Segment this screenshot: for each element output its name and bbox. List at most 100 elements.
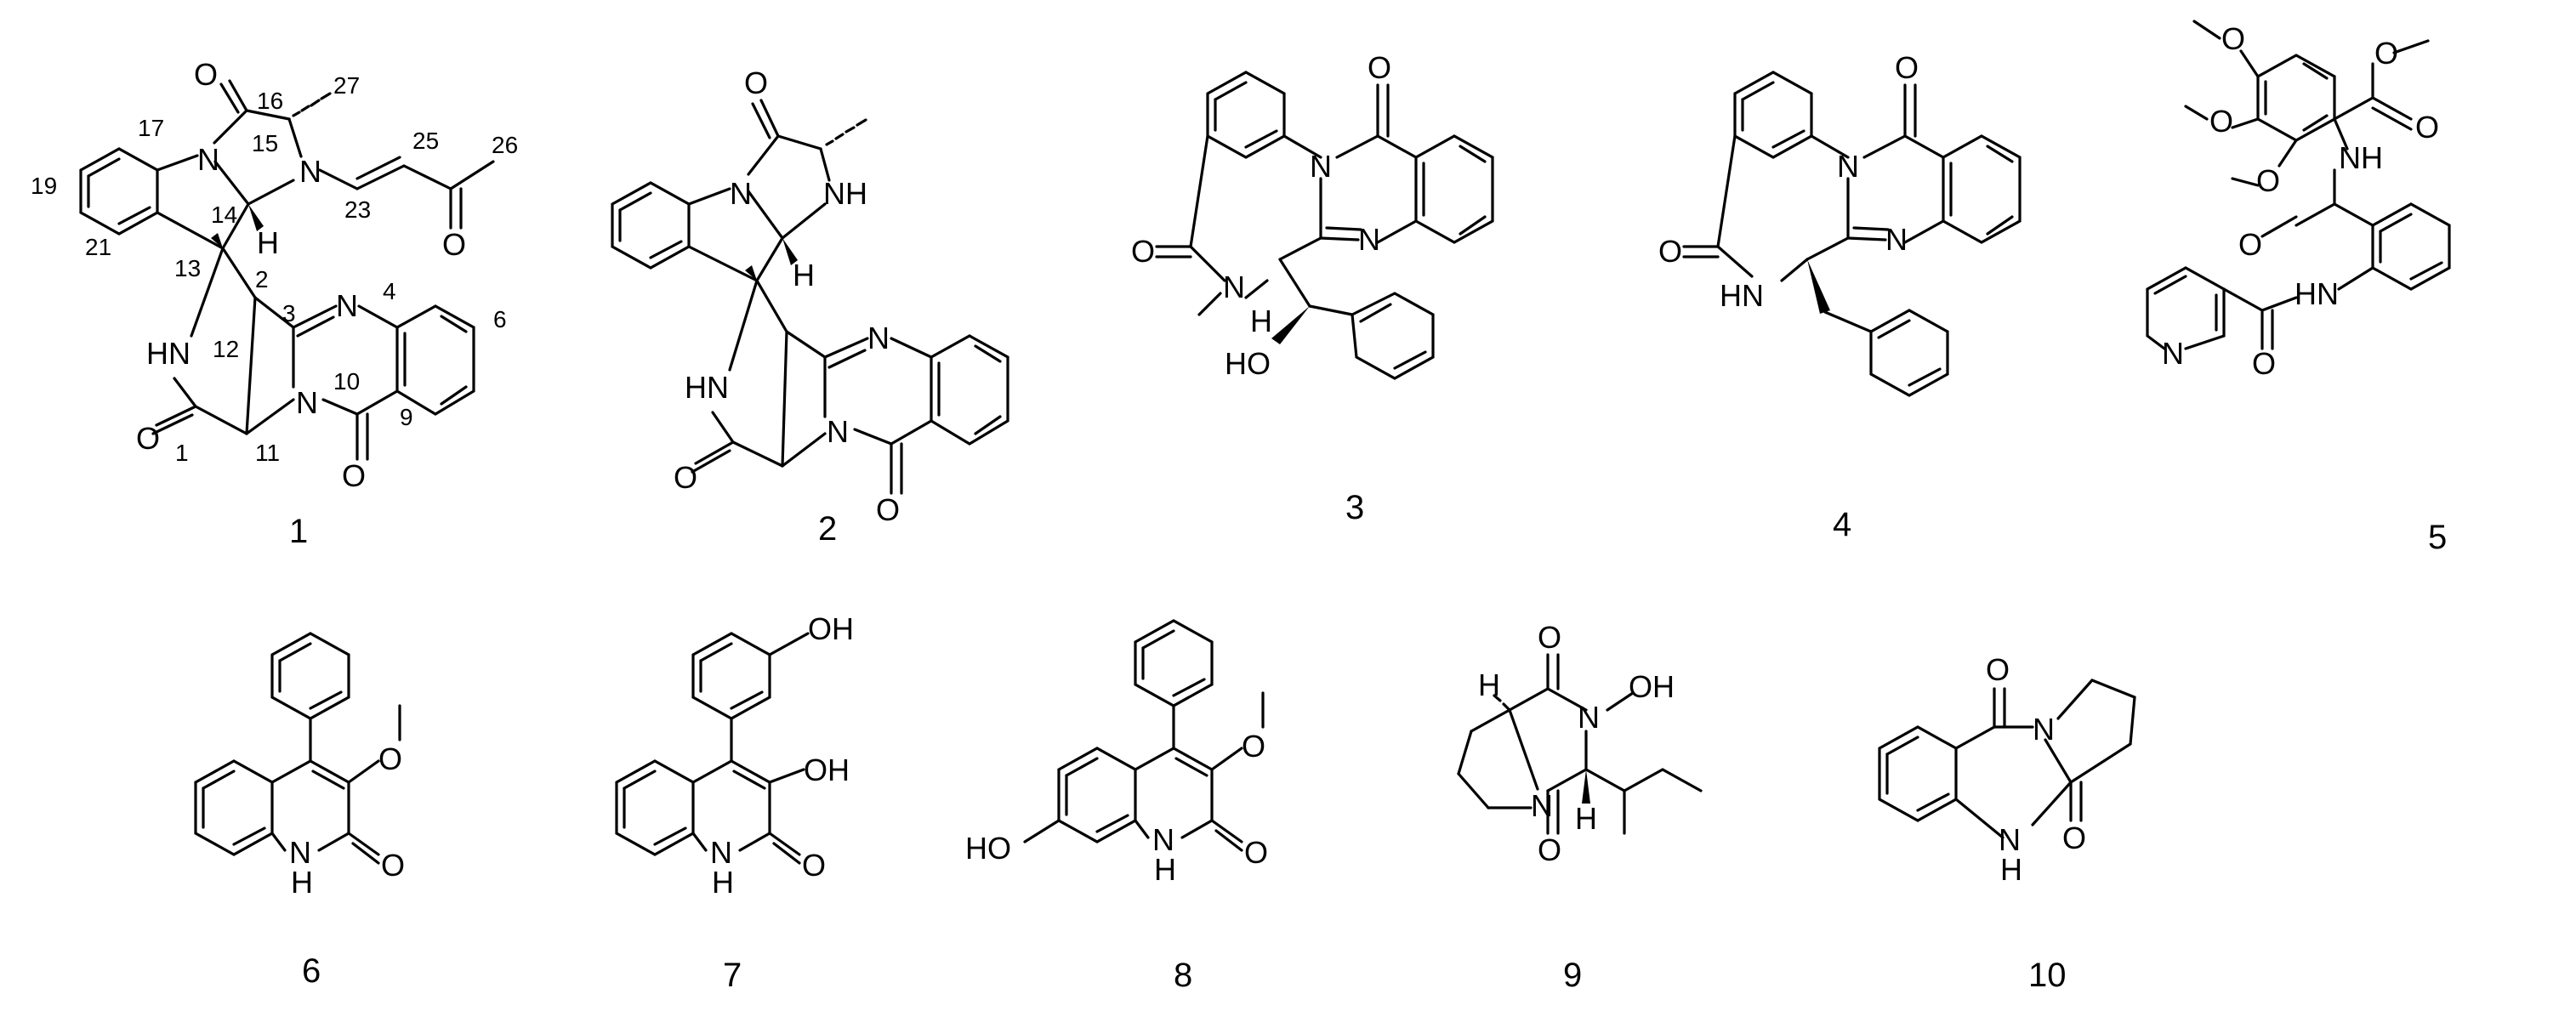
compound-8-n: N [1152, 822, 1174, 857]
compound-1-o16: O [194, 57, 218, 92]
compound-2-n-amide: N [827, 414, 849, 449]
compound-3-n-top: N [1310, 149, 1332, 184]
compound-4-benzyl [1823, 309, 1949, 397]
compound-3-benzene-top [1206, 71, 1286, 159]
compound-1-benzene-ring [79, 147, 159, 236]
compound-1-locant-21: 21 [85, 234, 111, 260]
compound-9-h-hashed [1493, 694, 1511, 712]
compound-9-diketopiperazine [1508, 653, 1703, 835]
compound-1: O N N H HN N N O O O 16 27 15 25 26 17 1… [31, 57, 518, 550]
compound-1-locant-25: 25 [412, 128, 439, 154]
compound-1-locant-9: 9 [400, 404, 413, 430]
compound-3-n-methyl: N [1223, 270, 1245, 304]
compound-6: O N H O 6 [194, 632, 405, 990]
compound-9: H O N OH N O H 9 [1457, 620, 1703, 994]
compound-9-number: 9 [1563, 957, 1582, 994]
compound-5-o-nicotinoyl: O [2252, 346, 2276, 381]
compound-7: OH OH N H O 7 [615, 611, 854, 994]
compound-1-locant-16: 16 [257, 88, 283, 114]
compound-9-o-bottom: O [1538, 832, 1561, 867]
compound-3-n-pyrimidine: N [1358, 222, 1380, 257]
compound-1-o10: O [342, 458, 366, 493]
compound-1-methyl-27 [292, 92, 332, 117]
compound-3-o-top: O [1368, 50, 1391, 85]
compound-5-o-methoxy-3: O [2256, 163, 2280, 198]
compound-3-number: 3 [1345, 489, 1364, 526]
compound-10-number: 10 [2028, 957, 2067, 994]
compound-10-pyrrolidine [2056, 679, 2136, 784]
compound-1-imidazolidinone-ring [213, 79, 303, 206]
compound-5-number: 5 [2428, 519, 2447, 556]
compound-1-n-pyrimidine: N [336, 288, 358, 323]
compound-1-locant-19: 19 [31, 173, 57, 199]
compound-5-trimethoxy-ring [2184, 20, 2430, 187]
compound-2-c13-wedge [745, 265, 757, 281]
compound-4-o-top: O [1895, 50, 1919, 85]
compound-5-o-methoxy-2: O [2209, 104, 2233, 139]
compound-1-locant-27: 27 [333, 72, 360, 99]
compound-1-locant-4: 4 [383, 278, 396, 304]
compound-2-quinazolinone-benzene [930, 334, 1009, 446]
compound-10: O N N H O 10 [1878, 652, 2136, 994]
compound-8-ho: HO [965, 831, 1011, 866]
compound-8-o-methoxy: O [1242, 729, 1265, 764]
compound-1-h14: H [257, 225, 279, 260]
compound-3-quinazolinone [1319, 83, 1418, 244]
compound-3-diazepine-ring [1155, 134, 1322, 316]
compound-1-locant-13: 13 [174, 255, 201, 281]
compound-2-benzene-ring [611, 181, 691, 270]
compound-4-quinazolinone-benzene [1942, 134, 2022, 244]
compound-6-quinolinone [194, 704, 401, 865]
compound-1-locant-1: 1 [175, 440, 189, 466]
compound-4-diazepine-ring [1682, 134, 1850, 282]
compound-8-h: H [1154, 852, 1176, 887]
compound-4-benzyl-wedge [1807, 259, 1830, 314]
compound-2-number: 2 [818, 510, 837, 548]
compound-8-number: 8 [1174, 957, 1192, 994]
compound-5-o-methoxy-1: O [2221, 21, 2245, 56]
compound-6-h: H [291, 865, 313, 900]
compound-8-quinolinone [1023, 691, 1265, 852]
compound-5-anthranilic-ring [2337, 202, 2451, 291]
compound-3-o-left: O [1131, 234, 1155, 269]
compound-9-o-top: O [1538, 620, 1561, 655]
compound-2-nh: NH [823, 176, 867, 211]
compound-5-o-amide: O [2238, 227, 2262, 262]
compound-10-diazepine [1954, 687, 2083, 839]
compound-1-o1: O [136, 421, 160, 456]
compound-1-locant-10: 10 [333, 368, 360, 395]
compound-5-o-carbonyl: O [2415, 110, 2439, 145]
compound-1-enone-chain [318, 156, 495, 230]
compound-7-phenol [691, 632, 810, 763]
compound-1-locant-6: 6 [493, 306, 507, 332]
compound-8: O HO N H O 8 [965, 619, 1268, 994]
compound-7-o: O [802, 848, 826, 883]
compound-3-quinazolinone-benzene [1414, 134, 1494, 244]
compound-3: O N O N H N HO 3 [1131, 50, 1494, 526]
compound-1-n-indoline: N [197, 142, 219, 177]
compound-3-oh-wedge [1271, 306, 1310, 344]
compound-2-methyl-hashed [825, 118, 867, 146]
compound-10-h: H [2000, 852, 2022, 887]
compound-1-quinazolinone [292, 304, 399, 461]
compound-2-imidazolidinone-ring [747, 99, 831, 240]
compound-1-locant-23: 23 [344, 196, 371, 223]
compound-1-n15: N [299, 154, 321, 189]
compound-7-oh-phenol: OH [808, 611, 854, 646]
compound-5: O O O O O NH O HN N O 5 [2146, 20, 2451, 556]
compound-7-quinolinone [615, 759, 805, 865]
compound-1-number: 1 [289, 513, 308, 550]
compound-1-locant-12: 12 [213, 336, 239, 362]
compound-2-quinazolinone [823, 337, 933, 495]
compound-1-n-amide: N [296, 385, 318, 420]
compound-1-locant-3: 3 [282, 300, 296, 327]
compound-9-oh: OH [1629, 669, 1675, 704]
compound-1-quinazolinone-benzene [395, 304, 475, 416]
compound-5-hn: HN [2295, 276, 2339, 311]
compound-2-h-wedge [782, 238, 798, 265]
compound-2-hn: HN [685, 370, 729, 405]
compound-3-side-chain [1278, 258, 1354, 316]
compound-6-o-methoxy: O [378, 741, 402, 776]
